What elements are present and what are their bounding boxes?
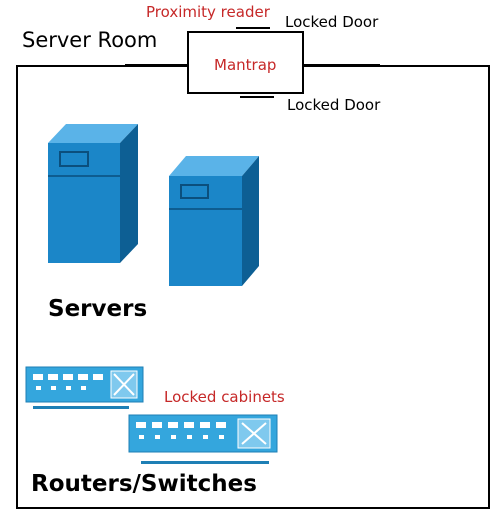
locked-door-top-label: Locked Door <box>285 13 379 31</box>
server-icon <box>169 156 259 286</box>
locked-door-top-line <box>236 27 270 29</box>
servers-label: Servers <box>48 296 148 322</box>
locked-door-bottom-line <box>240 96 274 98</box>
mantrap-box <box>187 31 304 94</box>
switch-icon <box>25 366 144 409</box>
locked-cabinets-label: Locked cabinets <box>164 388 285 406</box>
room-title: Server Room <box>22 28 158 52</box>
locked-door-bottom-label: Locked Door <box>287 96 381 114</box>
entrance-wall-right <box>303 64 380 66</box>
entrance-wall-left <box>125 64 188 66</box>
server-icon <box>48 124 138 263</box>
proximity-reader-label: Proximity reader <box>146 3 270 21</box>
routers-switches-label: Routers/Switches <box>31 471 257 497</box>
mantrap-label: Mantrap <box>214 56 277 74</box>
switch-icon <box>128 414 278 464</box>
